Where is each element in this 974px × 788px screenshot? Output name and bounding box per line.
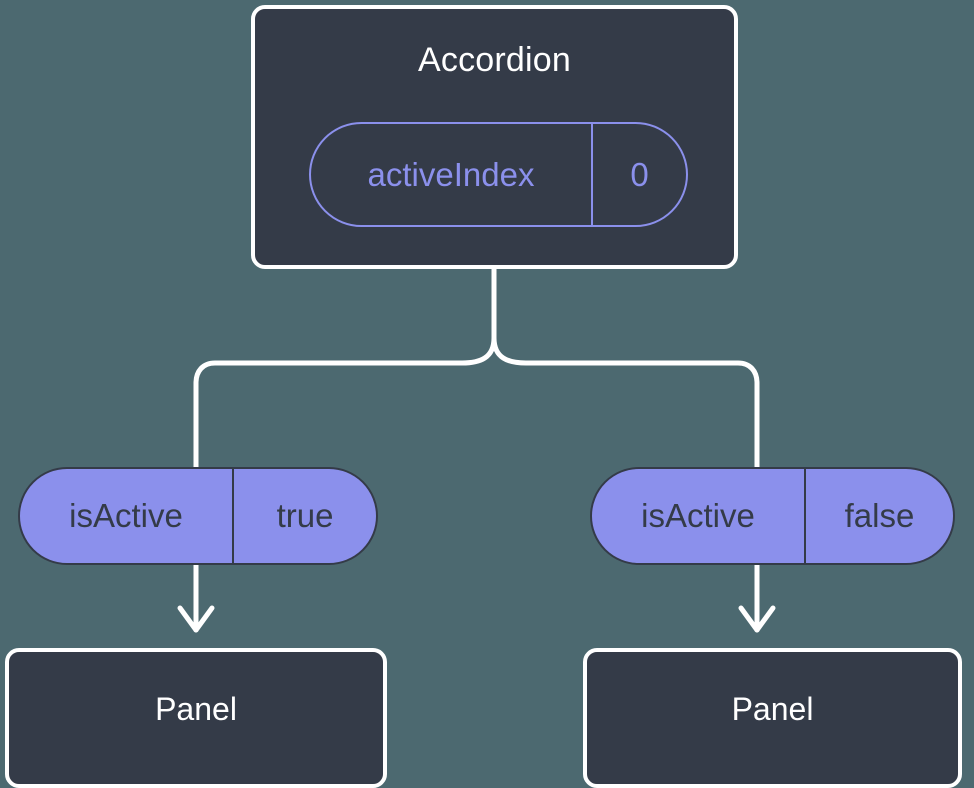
state-chip-active-index[interactable]: activeIndex 0 <box>309 122 688 227</box>
prop-pill-value: true <box>276 497 334 534</box>
prop-pill-is-active-false[interactable]: isActive false <box>590 467 955 565</box>
accordion-node[interactable]: Accordion activeIndex 0 <box>251 5 738 269</box>
prop-pill-key: isActive <box>20 469 234 563</box>
panel-title: Panel <box>731 691 814 727</box>
accordion-title: Accordion <box>418 41 571 79</box>
connector-branch-right <box>491 335 760 470</box>
prop-pill-value: false <box>844 497 915 534</box>
arrow-head-left-icon <box>177 605 215 633</box>
state-chip-key: activeIndex <box>311 124 593 225</box>
panel-title: Panel <box>155 691 237 727</box>
panel-node-right[interactable]: Panel <box>583 648 962 788</box>
prop-pill-key: isActive <box>592 469 806 563</box>
state-chip-value: 0 <box>630 155 649 193</box>
arrow-head-right-icon <box>738 605 776 633</box>
prop-pill-is-active-true[interactable]: isActive true <box>18 467 378 565</box>
diagram-canvas: Accordion activeIndex 0 isActive true is… <box>5 5 962 788</box>
connector-branch-left <box>193 335 497 470</box>
panel-node-left[interactable]: Panel <box>5 648 387 788</box>
